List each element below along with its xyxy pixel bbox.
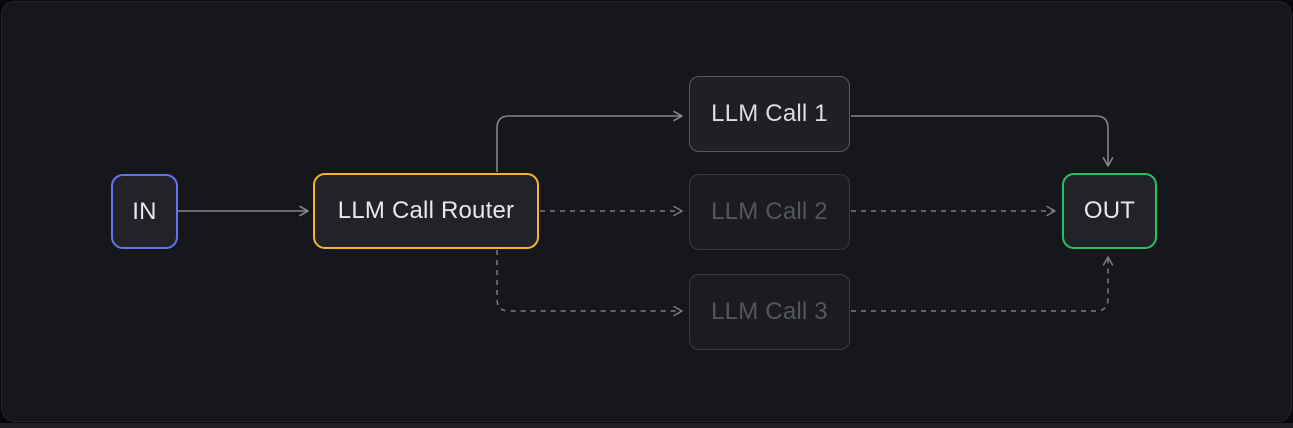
node-llm-call-2: LLM Call 2 — [689, 174, 850, 250]
node-llm-call-3: LLM Call 3 — [689, 274, 850, 350]
node-llm-call-router: LLM Call Router — [313, 173, 539, 249]
node-llm-call-router-label: LLM Call Router — [337, 197, 515, 224]
node-llm-call-3-label: LLM Call 3 — [711, 298, 828, 325]
node-out: OUT — [1062, 173, 1157, 249]
node-out-label: OUT — [1083, 197, 1136, 224]
bottom-edge-strip — [0, 423, 1293, 428]
node-llm-call-2-label: LLM Call 2 — [711, 198, 828, 225]
node-in-label: IN — [132, 197, 157, 225]
node-llm-call-1-label: LLM Call 1 — [711, 100, 828, 127]
node-llm-call-1: LLM Call 1 — [689, 76, 850, 152]
node-in: IN — [111, 174, 178, 249]
